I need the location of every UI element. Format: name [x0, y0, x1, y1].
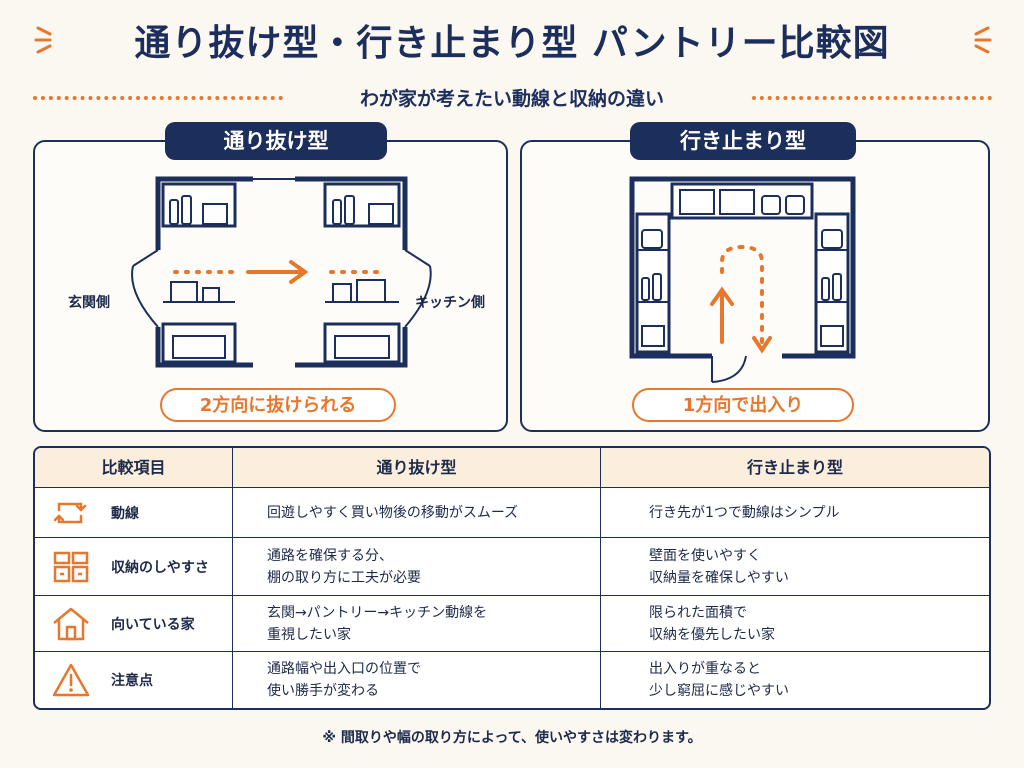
through-text: 通路を確保する分、 棚の取り方に工夫が必要	[267, 545, 421, 589]
dead-end-panel	[520, 140, 990, 432]
comparison-table: 比較項目 通り抜け型 行き止まり型 動線 回遊しやすく買い物後の移動がスムーズ …	[33, 446, 991, 710]
text-line: 壁面を使いやすく	[649, 547, 761, 564]
text-line: 通路幅や出入口の位置で	[267, 661, 421, 677]
row-label-cell: 動線	[35, 488, 233, 537]
footnote: ※ 間取りや幅の取り方によって、使いやすさは変わります。	[322, 730, 702, 746]
dead-end-cell: 限られた面積で 収納を優先したい家	[601, 596, 989, 651]
through-type-label: 通り抜け型	[165, 122, 387, 160]
text-line: 少し窮屈に感じやすい	[649, 683, 789, 699]
through-type-panel	[33, 140, 508, 432]
text-line: 棚の取り方に工夫が必要	[267, 569, 421, 586]
row-label: 収納のしやすさ	[111, 559, 209, 576]
row-label-cell: 収納のしやすさ	[35, 538, 233, 595]
warning-icon	[52, 663, 90, 697]
row-label: 注意点	[111, 673, 153, 689]
text-line: 回遊しやすく買い物後の移動がスムーズ	[267, 504, 519, 521]
row-label-cell: 向いている家	[35, 596, 233, 651]
dotted-divider-left	[33, 96, 283, 100]
subtitle: わが家が考えたい動線と収納の違い	[359, 88, 664, 110]
row-label: 向いている家	[111, 616, 195, 633]
through-type-caption: 2方向に抜けられる	[160, 388, 396, 422]
dead-end-text: 限られた面積で 収納を優先したい家	[649, 602, 775, 646]
dead-end-floorplan	[629, 176, 856, 383]
header-item: 比較項目	[35, 448, 233, 487]
loop-arrows-icon	[53, 502, 87, 523]
text-line: 出入りが重なると	[649, 661, 761, 677]
row-label-cell: 注意点	[35, 652, 233, 708]
dead-end-text: 壁面を使いやすく 収納量を確保しやすい	[649, 545, 789, 589]
through-cell: 玄関→パントリー→キッチン動線を 重視したい家	[233, 596, 601, 651]
dead-end-text: 行き先が1つで動線はシンプル	[649, 502, 840, 524]
dotted-divider-right	[752, 96, 992, 100]
text-line: 使い勝手が変わる	[267, 683, 379, 699]
subtitle-row: わが家が考えたい動線と収納の違い	[0, 82, 1024, 112]
right-burst-icon	[974, 26, 992, 54]
through-cell: 回遊しやすく買い物後の移動がスムーズ	[233, 488, 601, 537]
entrance-side-label: 玄関側	[68, 295, 110, 311]
text-line: 限られた面積で	[649, 604, 747, 621]
page-title: 通り抜け型・行き止まり型 パントリー比較図	[134, 23, 890, 64]
dead-end-cell: 出入りが重なると 少し窮屈に感じやすい	[601, 652, 989, 708]
row-label: 動線	[111, 505, 139, 522]
through-text: 通路幅や出入口の位置で 使い勝手が変わる	[267, 658, 421, 702]
table-row: 注意点 通路幅や出入口の位置で 使い勝手が変わる 出入りが重なると 少し窮屈に感…	[35, 652, 989, 708]
kitchen-side-label: キッチン側	[415, 295, 485, 311]
through-cell: 通路を確保する分、 棚の取り方に工夫が必要	[233, 538, 601, 595]
text-line: 行き先が1つで動線はシンプル	[649, 504, 840, 521]
dead-end-cell: 壁面を使いやすく 収納量を確保しやすい	[601, 538, 989, 595]
header-dead-end: 行き止まり型	[746, 458, 843, 477]
dead-end-cell: 行き先が1つで動線はシンプル	[601, 488, 989, 537]
dead-end-label: 行き止まり型	[630, 122, 856, 160]
table-row: 動線 回遊しやすく買い物後の移動がスムーズ 行き先が1つで動線はシンプル	[35, 488, 989, 538]
storage-boxes-icon	[53, 551, 89, 582]
table-row: 向いている家 玄関→パントリー→キッチン動線を 重視したい家 限られた面積で 収…	[35, 596, 989, 652]
house-icon	[53, 607, 89, 640]
through-text: 回遊しやすく買い物後の移動がスムーズ	[267, 502, 518, 524]
through-text: 玄関→パントリー→キッチン動線を 重視したい家	[267, 602, 487, 646]
dead-end-caption: 1方向で出入り	[632, 388, 854, 422]
header-through: 通り抜け型	[233, 448, 601, 487]
text-line: 玄関→パントリー→キッチン動線を	[267, 604, 488, 621]
left-burst-icon	[34, 26, 52, 54]
text-line: 収納を優先したい家	[649, 626, 775, 643]
text-line: 重視したい家	[267, 626, 351, 643]
through-type-floorplan	[131, 176, 432, 368]
dead-end-text: 出入りが重なると 少し窮屈に感じやすい	[649, 658, 789, 702]
table-row: 収納のしやすさ 通路を確保する分、 棚の取り方に工夫が必要 壁面を使いやすく 収…	[35, 538, 989, 596]
through-cell: 通路幅や出入口の位置で 使い勝手が変わる	[233, 652, 601, 708]
text-line: 収納量を確保しやすい	[649, 569, 789, 586]
text-line: 通路を確保する分、	[267, 547, 393, 564]
table-header-row: 比較項目 通り抜け型 行き止まり型	[35, 448, 989, 488]
